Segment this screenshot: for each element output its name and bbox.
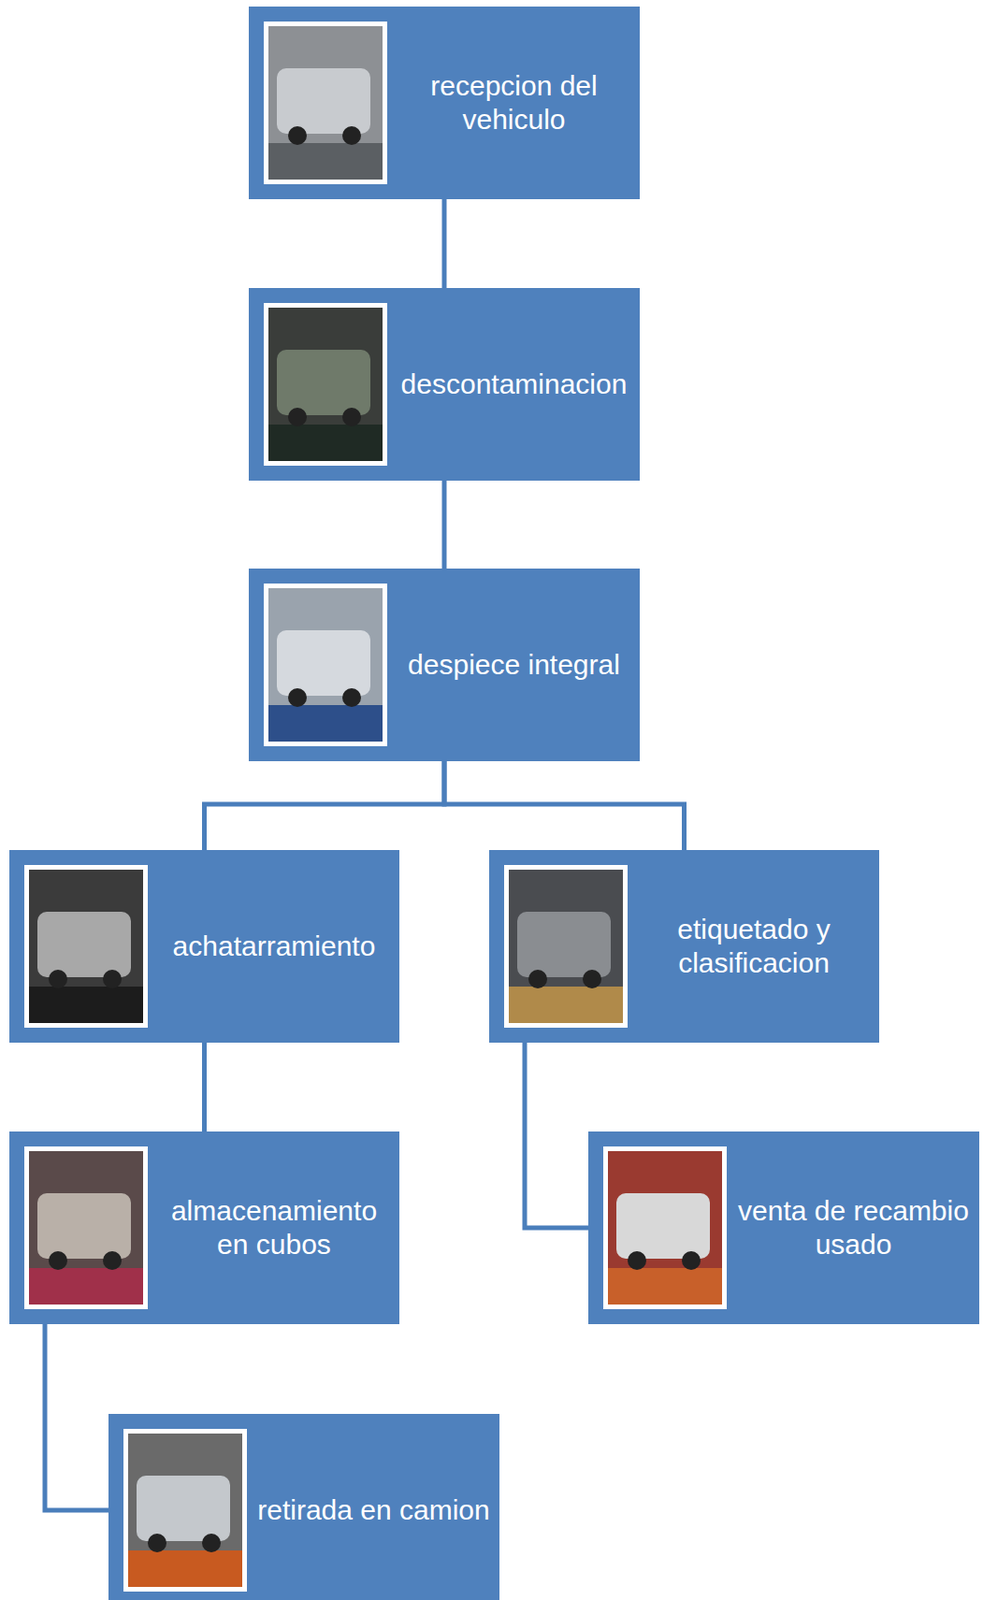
photo-ground — [268, 307, 383, 462]
photo-floor — [607, 1268, 723, 1305]
text-area: etiquetado y clasificacion — [634, 850, 874, 1043]
text-area: despiece integral — [393, 568, 635, 762]
photo-ground — [607, 1151, 723, 1305]
photo-ground — [28, 1151, 144, 1305]
photo-detail — [288, 688, 307, 708]
photo-frame — [504, 865, 628, 1028]
photo-frame — [123, 1429, 247, 1592]
photo-subject — [37, 911, 131, 978]
process-box: achatarramiento — [9, 850, 400, 1043]
photo-ground — [28, 869, 144, 1024]
photo-frame — [263, 303, 388, 466]
photo-detail — [147, 1533, 167, 1553]
photo-detail — [102, 969, 122, 989]
photo-thumbnail — [504, 865, 628, 1028]
process-box: descontaminacion — [248, 288, 640, 481]
process-box: despiece integral — [248, 568, 640, 762]
photo-frame — [24, 865, 148, 1028]
connector-line — [442, 199, 448, 289]
process-box: almacenamiento en cubos — [9, 1131, 400, 1325]
photo-subject — [136, 1475, 231, 1542]
connector-line — [44, 1324, 109, 1511]
photo-thumbnail — [24, 1146, 148, 1310]
process-box: venta de recambio usado — [588, 1131, 980, 1325]
photo-detail — [48, 1251, 68, 1271]
photo-subject — [276, 68, 371, 134]
box-label: almacenamiento en cubos — [154, 1194, 394, 1262]
box-label: venta de recambio usado — [733, 1194, 974, 1262]
photo-detail — [342, 688, 362, 708]
process-box: recepcion del vehiculo — [248, 6, 640, 200]
photo-thumbnail — [263, 303, 388, 466]
photo-ground — [268, 588, 383, 742]
text-area: retirada en camion — [253, 1414, 494, 1600]
photo-floor — [268, 143, 383, 180]
photo-detail — [528, 969, 548, 989]
photo-detail — [342, 407, 362, 427]
photo-subject — [616, 1193, 710, 1259]
photo-subject — [276, 630, 371, 696]
photo-detail — [681, 1251, 701, 1271]
box-label: achatarramiento — [154, 929, 394, 964]
box-label: retirada en camion — [253, 1493, 494, 1528]
text-area: almacenamiento en cubos — [154, 1131, 394, 1325]
photo-subject — [276, 349, 371, 416]
photo-detail — [288, 126, 307, 145]
photo-thumbnail — [603, 1146, 727, 1310]
photo-detail — [627, 1251, 647, 1271]
box-label: despiece integral — [393, 648, 635, 682]
photo-subject — [517, 911, 611, 978]
connector-line — [204, 761, 446, 851]
box-label: etiquetado y clasificacion — [634, 912, 874, 981]
process-box: etiquetado y clasificacion — [489, 850, 880, 1043]
photo-floor — [128, 1550, 243, 1588]
photo-ground — [508, 869, 623, 1024]
photo-detail — [202, 1533, 221, 1553]
text-area: recepcion del vehiculo — [393, 6, 635, 200]
box-label: recepcion del vehiculo — [393, 69, 635, 137]
photo-thumbnail — [263, 21, 388, 185]
photo-thumbnail — [263, 583, 388, 747]
text-area: venta de recambio usado — [733, 1131, 974, 1325]
photo-detail — [342, 126, 362, 145]
photo-floor — [28, 1268, 144, 1305]
photo-frame — [263, 21, 388, 185]
photo-detail — [48, 969, 68, 989]
connector-line — [444, 761, 685, 851]
photo-thumbnail — [24, 865, 148, 1028]
photo-floor — [268, 424, 383, 462]
photo-frame — [24, 1146, 148, 1310]
text-area: achatarramiento — [154, 850, 394, 1043]
photo-ground — [268, 26, 383, 180]
connector-line — [202, 1042, 207, 1132]
text-area: descontaminacion — [393, 288, 635, 481]
connector-line — [442, 480, 448, 569]
connector-line — [524, 1042, 589, 1229]
photo-detail — [102, 1251, 122, 1271]
photo-detail — [582, 969, 602, 989]
photo-frame — [603, 1146, 727, 1310]
photo-thumbnail — [123, 1429, 247, 1592]
photo-ground — [128, 1433, 243, 1588]
photo-floor — [28, 986, 144, 1024]
photo-subject — [37, 1193, 131, 1259]
photo-floor — [508, 986, 623, 1024]
photo-detail — [288, 407, 307, 427]
box-label: descontaminacion — [393, 367, 635, 402]
photo-frame — [263, 583, 388, 747]
process-box: retirada en camion — [108, 1414, 500, 1600]
photo-floor — [268, 705, 383, 742]
